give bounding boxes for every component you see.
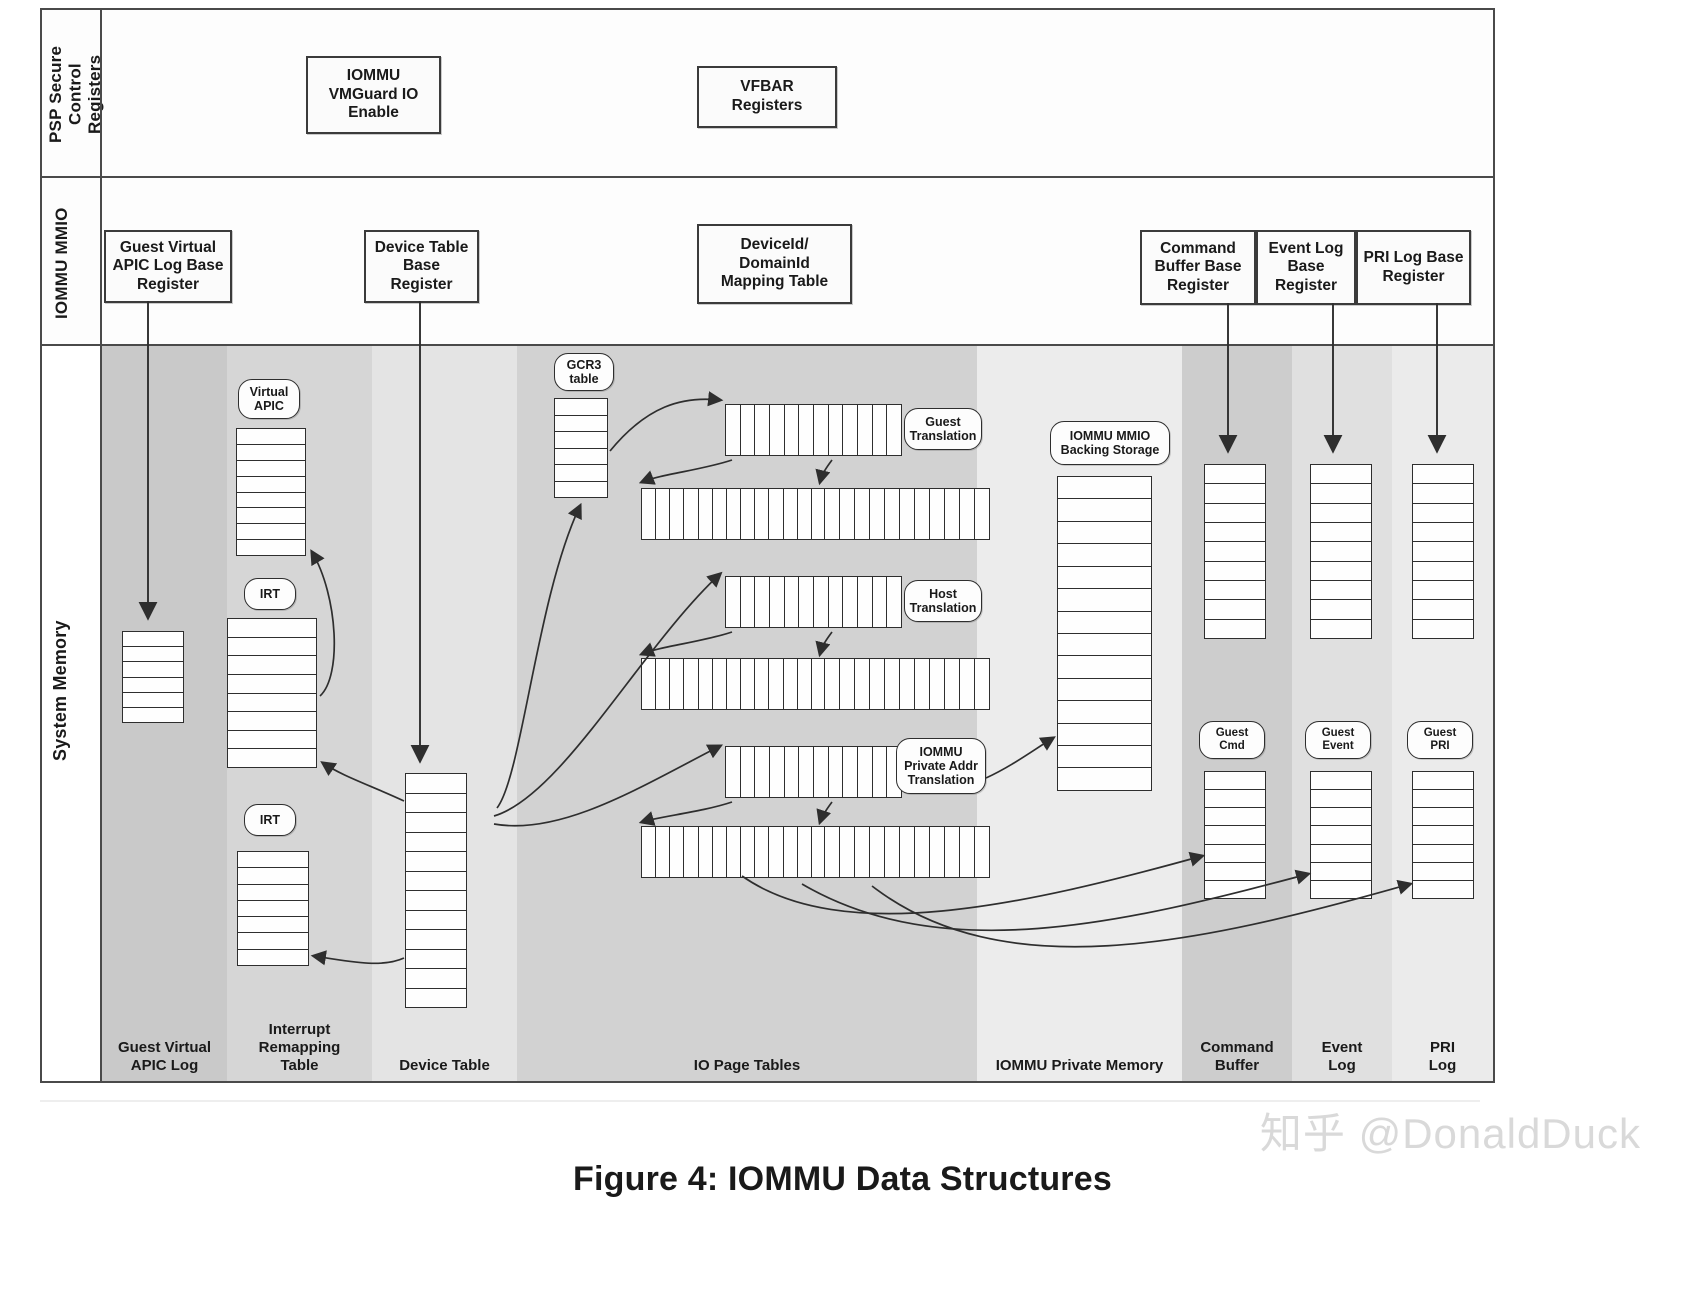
memory-column-event-log	[1292, 346, 1392, 1081]
column-caption-interrupt-remapping-table: Interrupt Remapping Table	[258, 1021, 341, 1074]
pri-log-base-register-box[interactable]: PRI Log Base Register	[1356, 230, 1471, 305]
io-page-table-host-l2[interactable]	[641, 658, 826, 710]
band-psp-secure-control-registers: PSP Secure Control Registers IOMMU VMGua…	[42, 10, 1493, 178]
io-page-table-guest-l2[interactable]	[641, 488, 826, 540]
band-iommu-mmio: IOMMU MMIO Guest Virtual APIC Log Base R…	[42, 178, 1493, 346]
iommu-mmio-backing-storage-callout: IOMMU MMIO Backing Storage	[1050, 421, 1170, 465]
gcr3-table-callout: GCR3 table	[554, 353, 614, 391]
watermark: 知乎 @DonaldDuck	[1259, 1110, 1641, 1157]
band-label-system-memory: System Memory	[50, 620, 70, 762]
guest-command-buffer-table[interactable]	[1204, 771, 1266, 899]
irt-callout-upper: IRT	[244, 578, 296, 610]
guest-event-callout: Guest Event	[1305, 721, 1371, 759]
virtual-apic-table[interactable]	[236, 428, 306, 556]
guest-virtual-apic-log-table[interactable]	[122, 631, 184, 723]
band-label-psp: PSP Secure Control Registers	[46, 45, 105, 144]
io-page-table-host-l1[interactable]	[725, 576, 902, 628]
guest-pri-callout: Guest PRI	[1407, 721, 1473, 759]
column-caption-event-log: Event Log	[1321, 1039, 1363, 1074]
column-caption-device-table: Device Table	[399, 1057, 490, 1074]
interrupt-remapping-table-lower[interactable]	[237, 851, 309, 966]
io-page-table-guest-l3[interactable]	[824, 488, 990, 540]
vfbar-registers-box[interactable]: VFBAR Registers	[697, 66, 837, 128]
iommu-vmguard-io-enable-box[interactable]: IOMMU VMGuard IO Enable	[306, 56, 441, 134]
io-page-table-private-l3[interactable]	[824, 826, 990, 878]
band-system-memory: System Memory Guest Virtual APIC Log Int…	[42, 346, 1493, 1081]
column-caption-command-buffer: Command Buffer	[1200, 1039, 1274, 1074]
io-page-table-guest-l1[interactable]	[725, 404, 902, 456]
pri-log-table[interactable]	[1412, 464, 1474, 639]
host-translation-callout: Host Translation	[904, 580, 982, 622]
virtual-apic-callout: Virtual APIC	[238, 379, 300, 419]
iommu-mmio-backing-storage-table[interactable]	[1057, 476, 1152, 791]
deviceid-domainid-mapping-table-box[interactable]: DeviceId/ DomainId Mapping Table	[697, 224, 852, 304]
interrupt-remapping-table-upper[interactable]	[227, 618, 317, 768]
io-page-table-private-l2[interactable]	[641, 826, 826, 878]
guest-virtual-apic-log-base-register-box[interactable]: Guest Virtual APIC Log Base Register	[104, 230, 232, 303]
figure-frame: PSP Secure Control Registers IOMMU VMGua…	[40, 8, 1495, 1083]
command-buffer-base-register-box[interactable]: Command Buffer Base Register	[1140, 230, 1256, 305]
psp-label-separator	[100, 10, 102, 176]
gcr3-table-structure[interactable]	[554, 398, 608, 498]
sysmem-label-separator	[100, 346, 102, 1081]
column-caption-io-page-tables: IO Page Tables	[693, 1057, 801, 1074]
guest-pri-log-table[interactable]	[1412, 771, 1474, 899]
event-log-table[interactable]	[1310, 464, 1372, 639]
io-page-table-host-l3[interactable]	[824, 658, 990, 710]
band-label-iommu-mmio: IOMMU MMIO	[52, 207, 71, 320]
page-rule	[40, 1100, 1480, 1102]
command-buffer-table[interactable]	[1204, 464, 1266, 639]
event-log-base-register-box[interactable]: Event Log Base Register	[1256, 230, 1356, 305]
column-caption-iommu-private-memory: IOMMU Private Memory	[995, 1057, 1164, 1074]
column-caption-guest-virtual-apic-log: Guest Virtual APIC Log	[117, 1039, 212, 1074]
iommu-private-addr-translation-callout: IOMMU Private Addr Translation	[896, 738, 986, 794]
guest-event-log-table[interactable]	[1310, 771, 1372, 899]
device-table-structure[interactable]	[405, 773, 467, 1008]
io-page-table-private-l1[interactable]	[725, 746, 902, 798]
device-table-base-register-box[interactable]: Device Table Base Register	[364, 230, 479, 303]
column-caption-pri-log: PRI Log	[1428, 1039, 1457, 1074]
memory-column-command-buffer	[1182, 346, 1292, 1081]
figure-caption: Figure 4: IOMMU Data Structures	[573, 1160, 1112, 1198]
guest-cmd-callout: Guest Cmd	[1199, 721, 1265, 759]
irt-callout-lower: IRT	[244, 804, 296, 836]
memory-column-pri-log	[1392, 346, 1493, 1081]
guest-translation-callout: Guest Translation	[904, 408, 982, 450]
mmio-label-separator	[100, 178, 102, 344]
